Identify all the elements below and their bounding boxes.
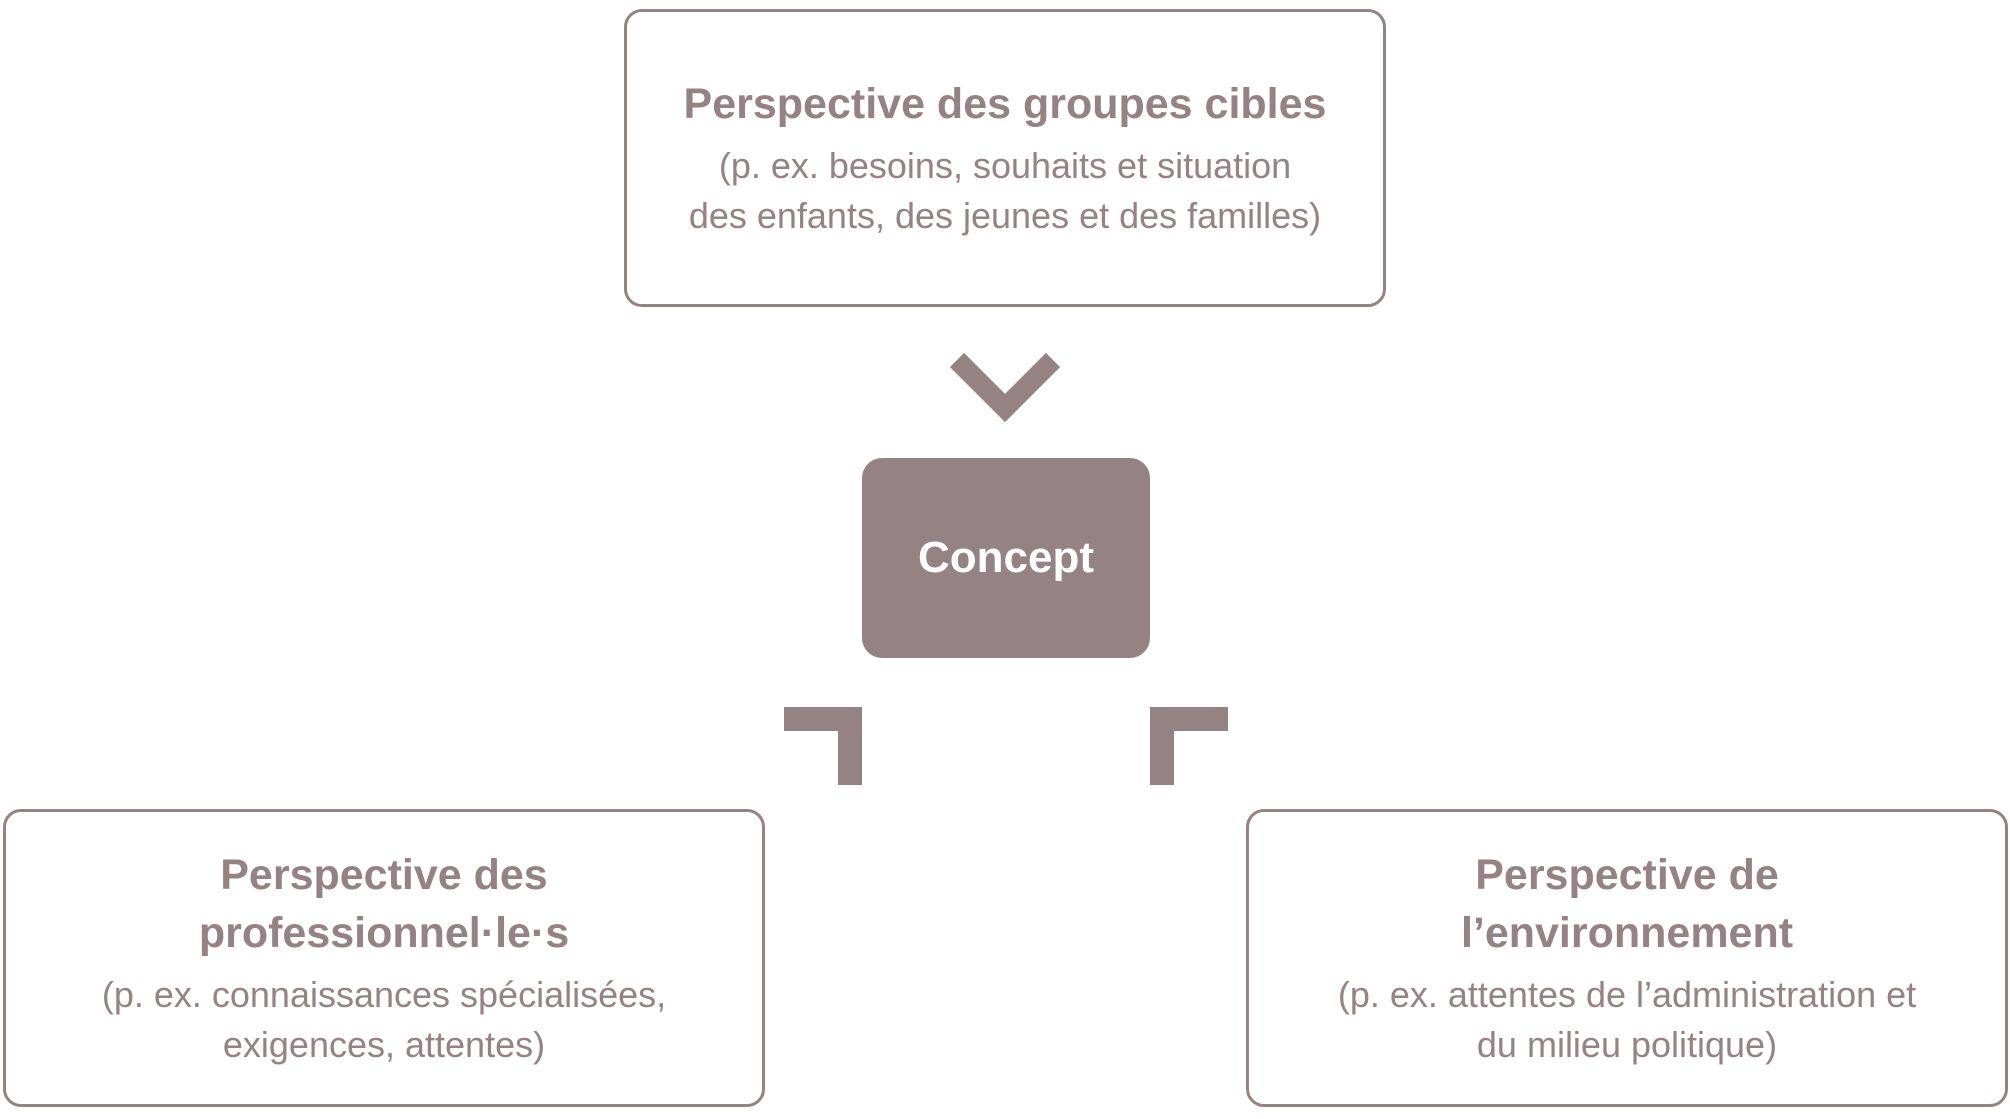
professionals-title-line-2: professionnel·le·s [198, 909, 570, 957]
concept-label: Concept [918, 533, 1094, 582]
professionals-description: (p. ex. connaissances spécialisées, exig… [102, 970, 666, 1070]
professionals-desc-line-1: (p. ex. connaissances spécialisées, [101, 974, 667, 1015]
corner-arrow-up-left-icon [1150, 707, 1228, 785]
corner-arrow-up-right-icon [784, 707, 862, 785]
environment-perspective-box: Perspective de l’environnement (p. ex. a… [1246, 809, 2008, 1107]
environment-title: Perspective de l’environnement [1461, 846, 1793, 962]
target-groups-title: Perspective des groupes cibles [683, 80, 1327, 128]
environment-title-line-1: Perspective de [1475, 851, 1779, 899]
target-groups-desc-line-2: des enfants, des jeunes et des familles) [688, 195, 1322, 236]
chevron-down-icon [949, 352, 1061, 423]
environment-description: (p. ex. attentes de l’administration et … [1338, 970, 1916, 1070]
target-groups-description: (p. ex. besoins, souhaits et situation d… [689, 141, 1321, 241]
environment-desc-line-2: du milieu politique) [1476, 1024, 1778, 1065]
professionals-title-line-1: Perspective des [220, 851, 548, 899]
professionals-title: Perspective des professionnel·le·s [199, 846, 569, 962]
professionals-desc-line-2: exigences, attentes) [222, 1024, 546, 1065]
target-groups-perspective-box: Perspective des groupes cibles (p. ex. b… [624, 9, 1386, 307]
professionals-perspective-box: Perspective des professionnel·le·s (p. e… [3, 809, 765, 1107]
environment-title-line-2: l’environnement [1460, 909, 1794, 957]
concept-box: Concept [862, 458, 1150, 658]
environment-desc-line-1: (p. ex. attentes de l’administration et [1337, 974, 1917, 1015]
target-groups-desc-line-1: (p. ex. besoins, souhaits et situation [718, 145, 1292, 186]
